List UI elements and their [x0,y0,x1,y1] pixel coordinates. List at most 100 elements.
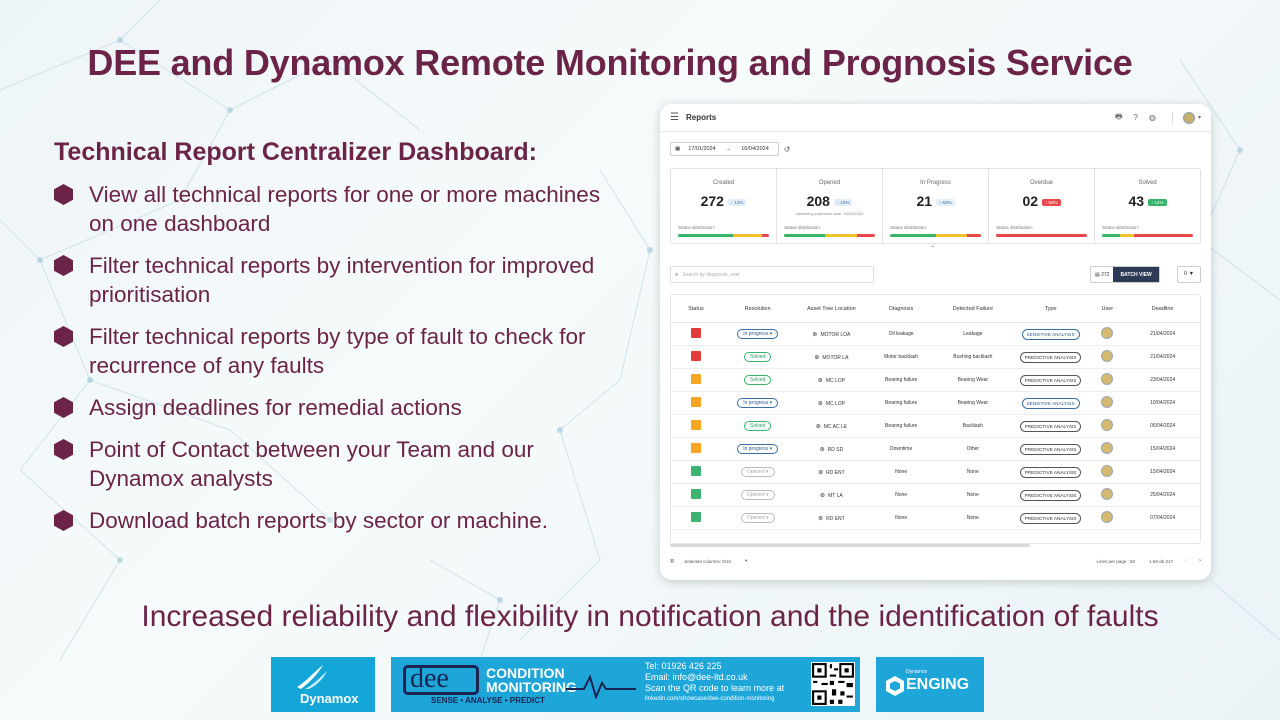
horizontal-scrollbar[interactable] [670,544,1030,547]
status-distribution-label: Status distribution: [996,225,1034,230]
column-header[interactable]: Status [688,305,704,312]
table-row[interactable]: Solved ⊛MOTOR LA Motor backlash Bushing … [671,346,1200,369]
target-icon: ⊛ [819,446,825,453]
reports-table: Status Resolution Asset Tree Location Diagn… [670,294,1201,544]
chevron-up-icon[interactable]: ⌃ [930,246,936,252]
status-indicator [690,397,701,407]
table-body: In progress ▾ ⊛MOTOR LOA Oil leakage Lea… [671,323,1200,530]
table-row[interactable]: Opened ▾ ⊛RD ENT None None PREDICTIVE AN… [671,507,1200,530]
detected-failure: Bushing backlash [953,354,993,360]
card-label: Solved [1138,180,1157,186]
card-value: 21↑ 63% [883,193,988,209]
table-row[interactable]: In progress ▾ ⊛RD SD Downtime Other PRED… [671,438,1200,461]
filter-button[interactable]: 0 ▼ [1177,266,1201,283]
asset-location: MOTOR LA [822,354,849,361]
column-header[interactable]: Diagnosis [889,305,914,312]
summary-card[interactable]: In Progress 21↑ 63% Status distribution: [883,169,989,243]
deadline: 05/04/2024 [1150,423,1176,429]
help-icon[interactable]: ? [1133,113,1138,122]
card-label: Created [712,180,735,186]
slide-subtitle: Technical Report Centralizer Dashboard: [54,138,537,166]
table-row[interactable]: Opened ▾ ⊛RD ENT None None PREDICTIVE AN… [671,461,1200,484]
date-range-picker[interactable]: ▦ 17/01/2024 → 16/04/2024 [670,142,779,156]
selected-columns[interactable]: Selected columns: 9/10 [684,558,732,564]
resolution-dropdown[interactable]: In progress ▾ [737,398,779,408]
status-distribution-bar [784,234,875,237]
globe-icon[interactable]: ◍ [1149,113,1156,122]
summary-card[interactable]: Created 272↑ 13% Status distribution: [671,169,777,243]
table-row[interactable]: In progress ▾ ⊛MC LOP Bearing failure Be… [671,392,1200,415]
column-header[interactable]: Type [1044,305,1057,312]
list-item: Point of Contact between your Team and o… [54,435,614,493]
column-header[interactable]: Detected Failure [952,305,994,312]
summary-card[interactable]: Opened 208↑ 10% Upcoming expiration date… [777,169,883,243]
dynamox-swoosh-icon [297,665,327,689]
column-header[interactable]: Deadline [1151,305,1174,312]
print-icon[interactable]: 🖶 [1114,111,1123,121]
card-value: 02↑ 50% [989,193,1094,209]
user-menu[interactable]: ▾ [1171,111,1201,124]
column-header[interactable]: Asset Tree Location [807,305,856,312]
asset-location: MT LA [828,492,843,499]
resolution-dropdown[interactable]: Solved [744,352,772,362]
resolution-dropdown[interactable]: Opened ▾ [740,490,775,500]
resolution-dropdown[interactable]: Solved [744,375,772,385]
trend-badge: ↑ 10% [833,198,853,206]
search-input[interactable]: ⌕Search by diagnosis, user [670,266,874,283]
status-indicator [690,328,701,338]
date-range: ▦ 17/01/2024 → 16/04/2024 ↺ [670,142,790,156]
chevron-down-icon[interactable]: ▾ [745,558,748,563]
table-row[interactable]: Solved ⊛MC LOP Bearing failure Bearing W… [671,369,1200,392]
hexagon-bullet-icon [54,397,73,418]
table-row[interactable]: In progress ▾ ⊛MOTOR LOA Oil leakage Lea… [671,323,1200,346]
columns-icon: ▥ [670,558,675,563]
slide-tagline: Increased reliability and flexibility in… [141,600,1159,633]
summary-card[interactable]: Solved 43↑ 14% Status distribution: [1095,169,1200,243]
table-row[interactable]: Opened ▾ ⊛MT LA None None PREDICTIVE ANA… [671,484,1200,507]
status-distribution-bar [890,234,981,237]
hexagon-bullet-icon [54,326,73,347]
resolution-dropdown[interactable]: Solved [744,421,772,431]
diagnosis: None [895,515,908,521]
table-row[interactable]: Solved ⊛MC AC LE Bearing failure Backlas… [671,415,1200,438]
asset-location: RD ENT [826,469,845,476]
diagnosis: Motor backlash [884,354,919,360]
summary-card[interactable]: Overdue 02↑ 50% Status distribution: [989,169,1095,243]
target-icon: ⊛ [812,331,818,338]
search-placeholder: Search by diagnosis, user [682,272,740,278]
menu-icon[interactable]: ☰ [670,112,679,123]
target-icon: ⊛ [820,492,826,499]
resolution-dropdown[interactable]: In progress ▾ [737,329,779,339]
prev-page-icon[interactable]: ‹ [1185,558,1187,564]
column-header[interactable]: Resolution [744,305,771,312]
list-item: Assign deadlines for remedial actions [54,393,614,422]
resolution-dropdown[interactable]: Opened ▾ [740,513,775,523]
resolution-dropdown[interactable]: In progress ▾ [737,444,779,454]
deadline: 07/04/2024 [1150,515,1176,521]
avatar [1182,111,1195,124]
trend-badge: ↑ 63% [936,198,955,206]
batch-count: ▤ 272 [1095,271,1110,278]
history-icon[interactable]: ↺ [783,144,791,154]
deadline: 23/04/2024 [1150,377,1176,383]
list-item: View all technical reports for one or mo… [54,180,614,238]
target-icon: ⊛ [817,377,823,384]
status-indicator [690,466,701,476]
diagnosis: Bearing failure [885,377,918,383]
resolution-dropdown[interactable]: Opened ▾ [740,467,775,477]
avatar [1101,442,1114,454]
asset-location: MC LOP [825,400,845,407]
dynamox-enging-logo: Dynamox ENGING [876,657,984,712]
target-icon: ⊛ [814,354,820,361]
next-page-icon[interactable]: › [1199,558,1201,564]
list-item: Filter technical reports by type of faul… [54,322,614,380]
status-distribution-bar [678,234,769,237]
status-indicator [690,512,701,522]
target-icon: ⊛ [817,400,823,407]
date-to: 16/04/2024 [741,146,769,152]
lines-per-page[interactable]: Lines per page : 50 [1096,558,1135,564]
card-value: 272↑ 13% [671,193,776,209]
analysis-type-chip: PREDICTIVE ANALYSIS [1019,512,1082,524]
column-header[interactable]: User [1101,305,1114,312]
batch-view-button[interactable]: ▤ 272 BATCH VIEW [1090,266,1160,283]
